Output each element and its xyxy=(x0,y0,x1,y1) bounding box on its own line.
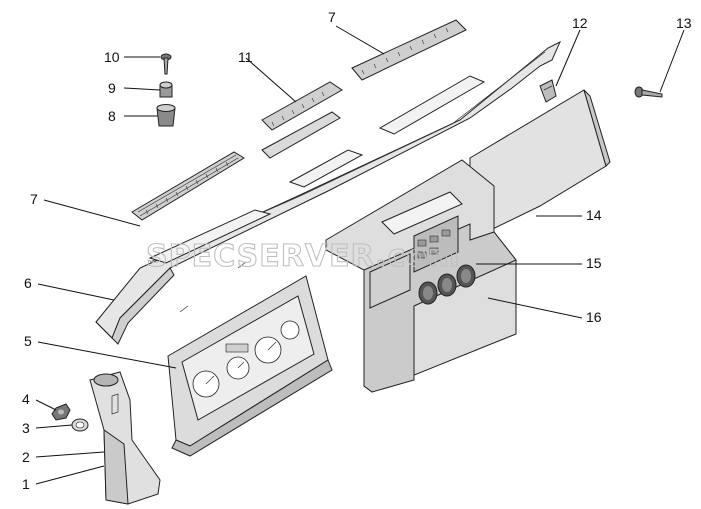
callout-12: 12 xyxy=(572,15,588,31)
bracket-part-12 xyxy=(539,79,557,103)
leader-lines xyxy=(35,25,685,485)
callout-13: 13 xyxy=(676,15,692,31)
callout-2: 2 xyxy=(22,449,30,465)
callout-4: 4 xyxy=(22,391,30,407)
callout-14: 14 xyxy=(586,207,602,223)
callout-16: 16 xyxy=(586,309,602,325)
callout-9: 9 xyxy=(108,80,116,96)
vent-grille-left xyxy=(131,151,245,221)
callout-11: 11 xyxy=(238,49,253,65)
column-cover xyxy=(89,371,161,505)
clip-part-8 xyxy=(156,104,176,127)
callout-10: 10 xyxy=(104,49,120,65)
callout-7-left: 7 xyxy=(30,191,38,207)
callout-3: 3 xyxy=(22,420,30,436)
nut-part-4 xyxy=(51,403,71,421)
vent-grille-right xyxy=(351,19,467,81)
callout-15: 15 xyxy=(586,255,602,271)
center-console xyxy=(325,159,517,393)
instrument-cluster-panel xyxy=(167,275,333,457)
screw-part-10 xyxy=(160,53,172,75)
callout-7-top: 7 xyxy=(328,9,336,25)
callout-8: 8 xyxy=(108,108,116,124)
screw-part-13 xyxy=(634,86,663,98)
callout-5: 5 xyxy=(24,333,32,349)
watermark-text: SPECSERVER.com xyxy=(146,239,460,274)
vent-grille-center xyxy=(261,81,343,159)
callout-labels: 1 2 3 4 5 6 7 7 8 9 10 11 12 13 14 15 16 xyxy=(22,9,692,492)
dashboard-top-panel xyxy=(95,40,562,345)
nut-part-9 xyxy=(159,81,173,98)
callout-6: 6 xyxy=(24,275,32,291)
ring-part-3 xyxy=(71,418,89,432)
callout-1: 1 xyxy=(22,476,30,492)
